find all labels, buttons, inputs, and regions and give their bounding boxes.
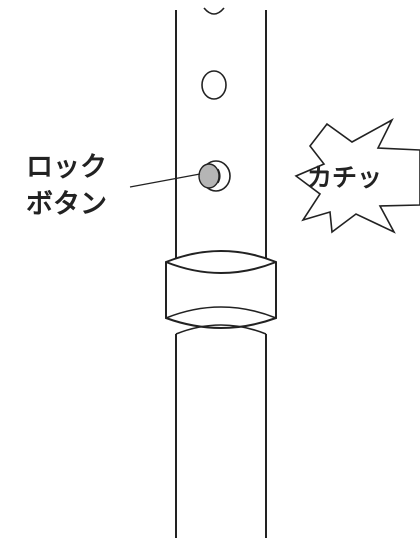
lock-button-label-line1: ロック (26, 152, 107, 183)
inner-pipe (175, 324, 267, 538)
click-burst-icon (294, 118, 420, 234)
lock-button-label-line2: ボタン (26, 189, 107, 220)
collar (165, 250, 277, 329)
adjustment-hole (201, 70, 227, 100)
adjustment-hole-top (203, 7, 225, 15)
outer-pipe (175, 10, 267, 265)
lock-button-leader-line (129, 173, 201, 188)
click-sound-label: カチッ (307, 163, 382, 192)
lock-button (198, 160, 231, 192)
